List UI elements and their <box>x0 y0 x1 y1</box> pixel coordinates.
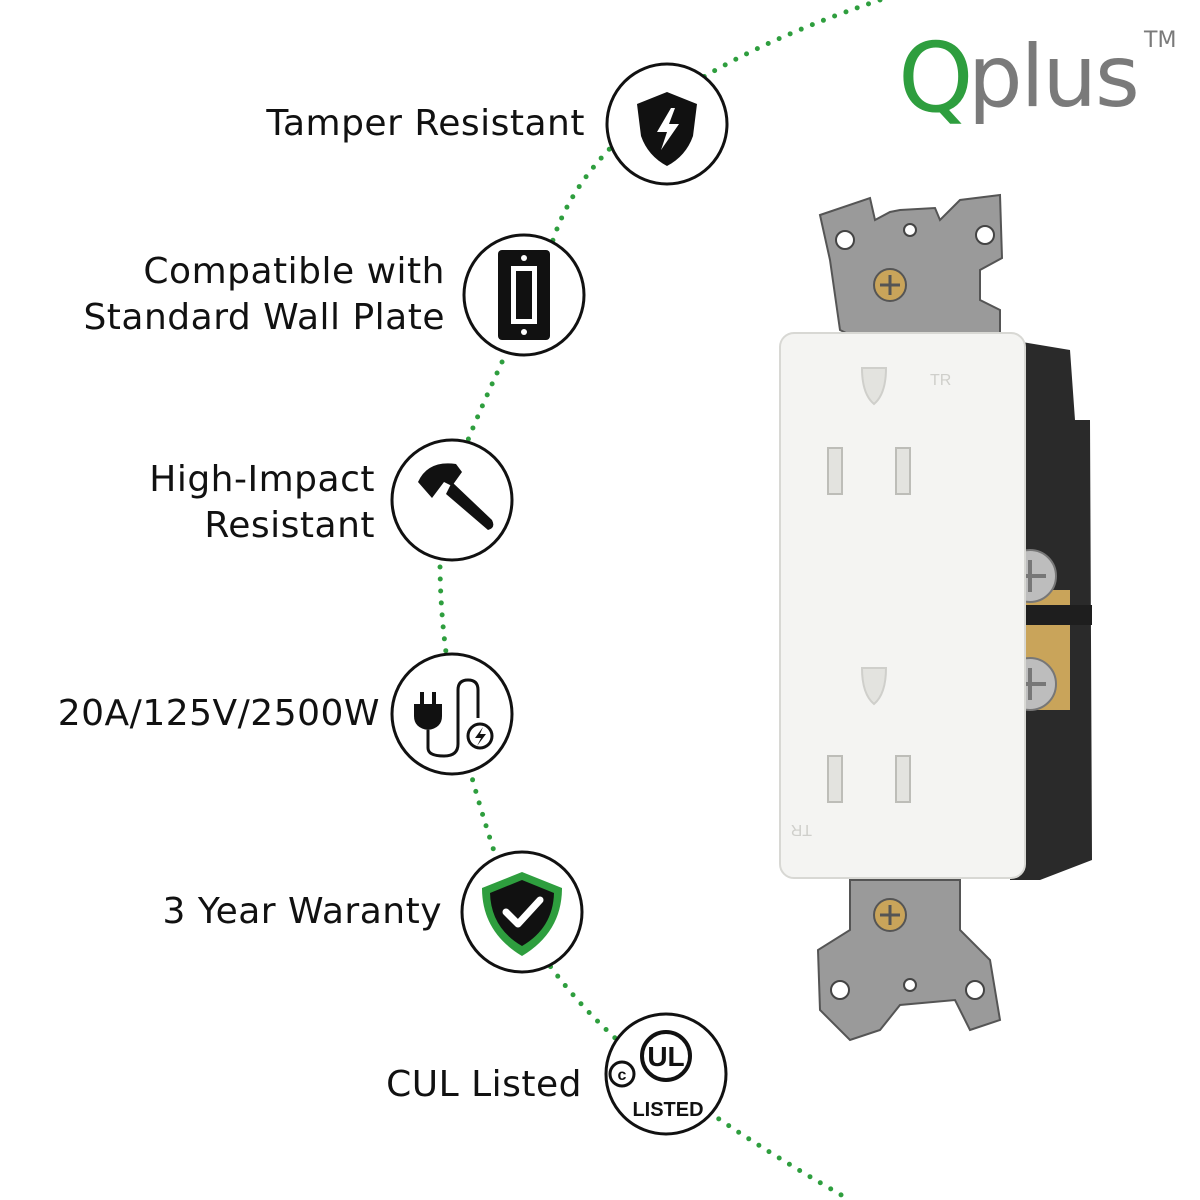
feature-text: High-Impact <box>149 459 375 500</box>
wall-plate-icon <box>498 250 550 340</box>
feature-label-warranty: 3 Year Waranty <box>163 889 442 935</box>
feature-label-rating: 20A/125V/2500W <box>58 691 380 737</box>
feature-label-cul: CUL Listed <box>386 1062 582 1108</box>
feature-text: Tamper Resistant <box>266 103 585 144</box>
shield-check-icon <box>482 872 562 956</box>
feature-label-high-impact: High-Impact Resistant <box>149 457 375 549</box>
tamper-resistant-badge <box>605 62 729 186</box>
logo-plus-text: plus <box>968 27 1140 127</box>
outlet-product-image: TR TR <box>779 193 1092 1042</box>
ul-c-letter: c <box>618 1067 627 1084</box>
ul-mark: UL <box>647 1041 684 1072</box>
hammer-icon <box>418 463 494 530</box>
feature-text: CUL Listed <box>386 1064 582 1105</box>
ul-listed-icon: c UL LISTED <box>608 1030 704 1121</box>
cul-badge: c UL LISTED <box>604 1012 728 1136</box>
high-impact-badge <box>390 438 514 562</box>
rating-badge <box>390 652 514 776</box>
feature-label-tamper-resistant: Tamper Resistant <box>266 101 585 147</box>
wall-plate-badge <box>462 233 586 357</box>
tr-mark-bottom: TR <box>791 821 812 838</box>
tr-mark-top: TR <box>930 372 951 389</box>
logo-q-letter: Q <box>898 22 974 134</box>
ul-listed-text: LISTED <box>632 1099 703 1121</box>
feature-text: 3 Year Waranty <box>162 891 442 932</box>
logo-trademark: TM <box>1144 28 1177 53</box>
feature-text: Standard Wall Plate <box>83 297 445 338</box>
feature-text: 20A/125V/2500W <box>57 693 380 734</box>
warranty-badge <box>460 850 584 974</box>
feature-text: Compatible with <box>143 251 445 292</box>
plug-cord-icon <box>414 678 494 758</box>
feature-text: Resistant <box>204 505 375 546</box>
feature-label-wall-plate: Compatible with Standard Wall Plate <box>83 249 445 341</box>
qplus-logo: Q plus TM <box>898 22 1176 138</box>
